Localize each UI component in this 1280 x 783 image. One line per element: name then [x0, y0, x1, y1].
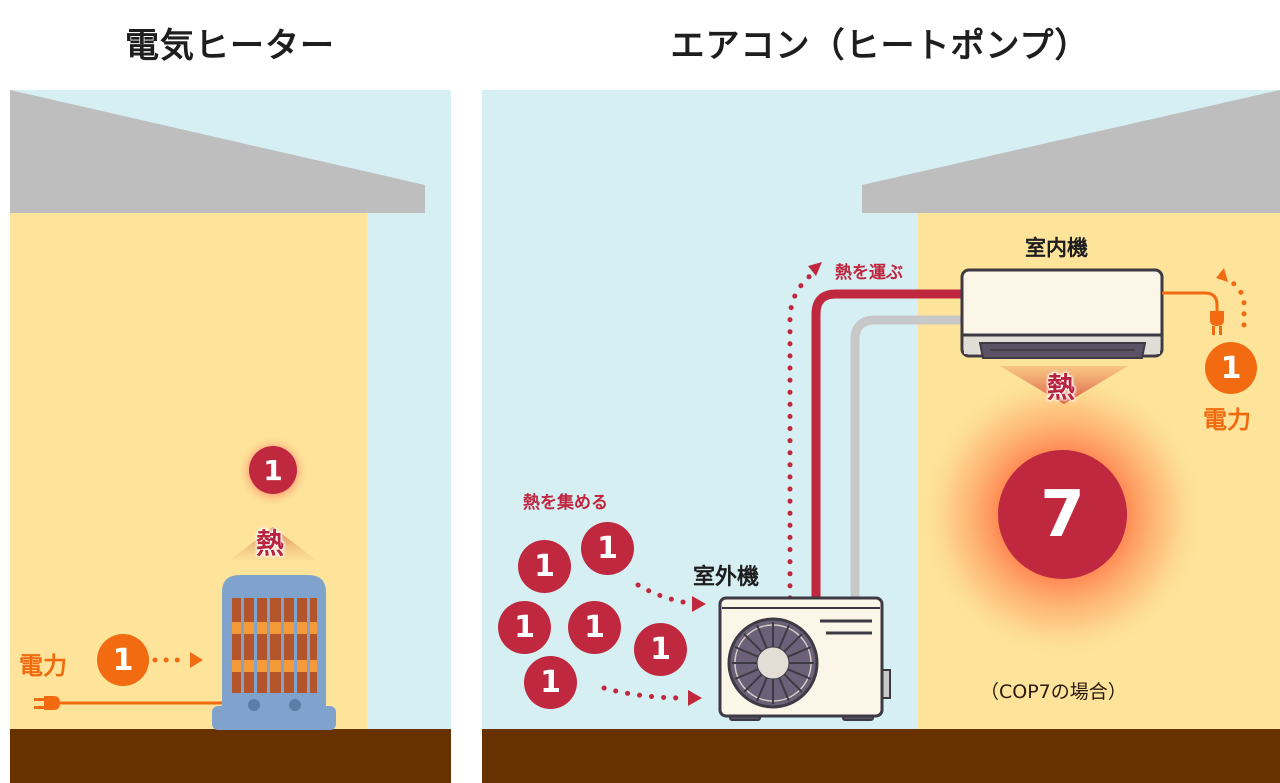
right-roof: [862, 90, 1280, 213]
ambient-heat-badge: 1: [498, 601, 551, 654]
refrigerant-pipe: [811, 289, 962, 600]
heat-output-badge-large: 7: [998, 450, 1127, 579]
collect-heat-arrowhead-2: [688, 690, 702, 706]
heat-beam-down: [1000, 366, 1128, 404]
indoor-unit-icon: [960, 268, 1164, 359]
indoor-power-label: 電力: [1203, 406, 1251, 434]
collect-heat-label: 熱を集める: [523, 493, 608, 513]
power-label: 電力: [19, 652, 67, 680]
ambient-heat-badge: 1: [581, 522, 634, 575]
collect-heat-arrowhead-1: [692, 596, 706, 612]
right-panel: [482, 90, 1280, 783]
outdoor-unit-label: 室外機: [693, 565, 760, 590]
left-roof: [10, 90, 425, 213]
ambient-heat-badge: 1: [518, 540, 571, 593]
power-plug-icon: [34, 696, 222, 710]
power-input-badge: 1: [97, 634, 149, 686]
power-flow-arrowhead: [190, 652, 203, 668]
cop-note: （COP7の場合）: [980, 681, 1127, 703]
ambient-heat-badge: 1: [568, 601, 621, 654]
electric-heater-icon: [212, 575, 336, 730]
outdoor-unit-icon: [718, 596, 891, 721]
heat-pump-title: エアコン（ヒートポンプ）: [670, 26, 1090, 66]
indoor-heat-label: 熱: [1047, 371, 1076, 404]
ambient-heat-badge: 1: [634, 623, 687, 676]
indoor-power-flow-arrowhead: [1216, 268, 1228, 282]
right-ground: [482, 729, 1280, 783]
indoor-unit-label: 室内機: [1025, 236, 1088, 260]
heat-label: 熱: [256, 527, 285, 560]
indoor-power-plug-icon: [1162, 291, 1224, 335]
carry-heat-label: 熱を運ぶ: [835, 263, 903, 283]
return-pipe: [850, 315, 962, 600]
electric-heater-title: 電気ヒーター: [125, 26, 335, 66]
left-ground: [10, 729, 451, 783]
heat-beam-up: [230, 527, 316, 560]
left-panel: [10, 90, 451, 783]
indoor-power-input-badge: 1: [1205, 342, 1257, 394]
ambient-heat-badge: 1: [524, 656, 577, 709]
carry-heat-arrow: [787, 269, 818, 601]
carry-heat-arrowhead: [808, 262, 822, 276]
collect-heat-arrow-1: [635, 582, 691, 606]
collect-heat-arrow-2: [601, 685, 687, 701]
heat-output-badge: 1: [249, 446, 297, 494]
